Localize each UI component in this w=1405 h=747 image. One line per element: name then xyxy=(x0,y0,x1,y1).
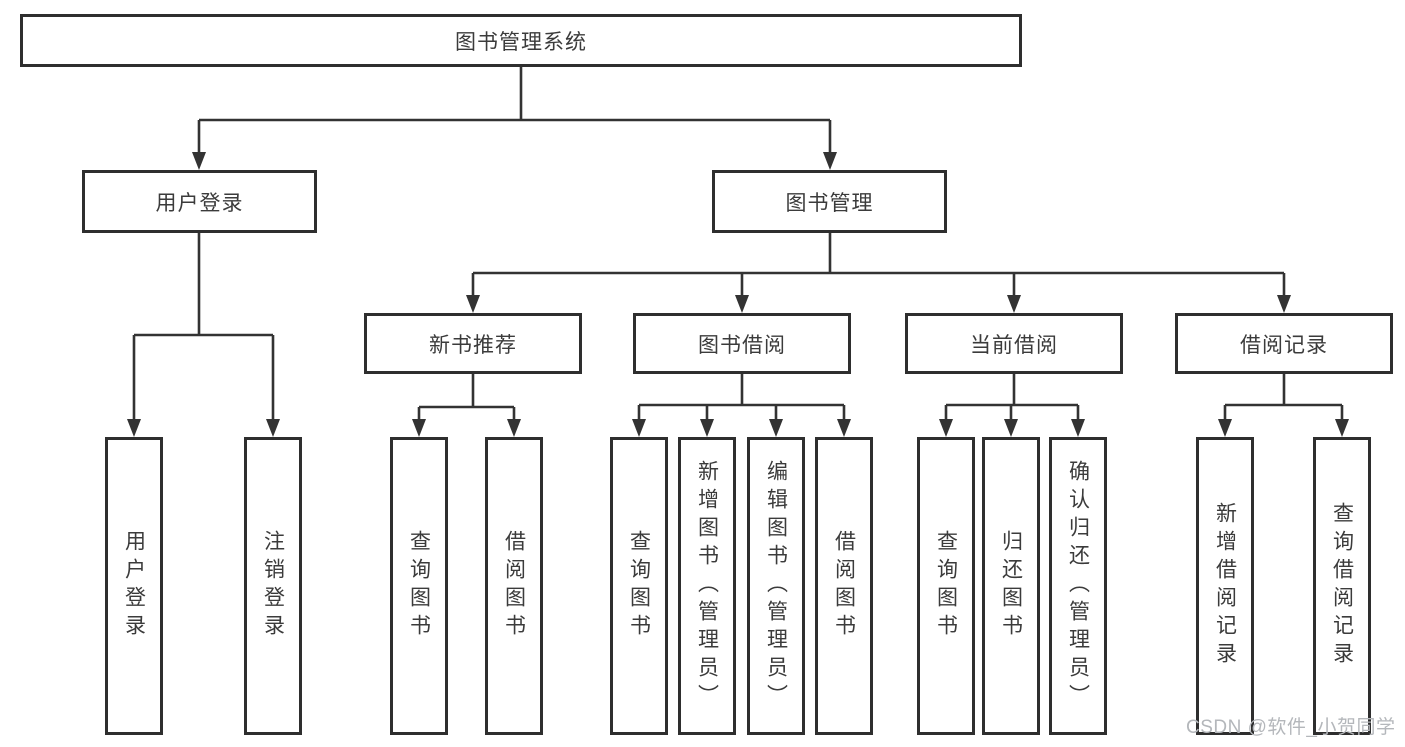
leaf-add-borrow-record: 新增借阅记录 xyxy=(1196,437,1254,735)
node-book-management: 图书管理 xyxy=(712,170,947,233)
leaf-borrow-books-2: 借阅图书 xyxy=(815,437,873,735)
leaf-add-books-admin-label: 新增图书（管理员） xyxy=(695,460,719,712)
node-book-management-label: 图书管理 xyxy=(785,191,874,215)
leaf-logout-label: 注销登录 xyxy=(261,530,285,642)
node-root: 图书管理系统 xyxy=(20,14,1022,67)
leaf-return-books: 归还图书 xyxy=(982,437,1040,735)
leaf-return-books-label: 归还图书 xyxy=(999,530,1023,642)
node-current-borrow: 当前借阅 xyxy=(905,313,1123,374)
leaf-borrow-books-2-label: 借阅图书 xyxy=(832,530,856,642)
leaf-query-borrow-record: 查询借阅记录 xyxy=(1313,437,1371,735)
leaf-confirm-return-admin-label: 确认归还（管理员） xyxy=(1066,460,1090,712)
leaf-query-books-2: 查询图书 xyxy=(610,437,668,735)
leaf-user-login-label: 用户登录 xyxy=(122,530,146,642)
leaf-logout: 注销登录 xyxy=(244,437,302,735)
leaf-borrow-books-1: 借阅图书 xyxy=(485,437,543,735)
csdn-watermark: CSDN @软件_小贺同学 xyxy=(1186,717,1396,738)
node-borrow-records-label: 借阅记录 xyxy=(1240,333,1328,357)
leaf-add-borrow-record-label: 新增借阅记录 xyxy=(1213,502,1237,670)
leaf-query-books-1-label: 查询图书 xyxy=(407,530,431,642)
leaf-add-books-admin: 新增图书（管理员） xyxy=(678,437,736,735)
leaf-edit-books-admin: 编辑图书（管理员） xyxy=(747,437,805,735)
node-book-borrow: 图书借阅 xyxy=(633,313,851,374)
leaf-query-books-3-label: 查询图书 xyxy=(934,530,958,642)
leaf-query-books-2-label: 查询图书 xyxy=(627,530,651,642)
leaf-query-books-3: 查询图书 xyxy=(917,437,975,735)
node-book-borrow-label: 图书借阅 xyxy=(698,333,786,357)
leaf-borrow-books-1-label: 借阅图书 xyxy=(502,530,526,642)
node-user-login-label: 用户登录 xyxy=(155,191,244,215)
leaf-edit-books-admin-label: 编辑图书（管理员） xyxy=(764,460,788,712)
node-borrow-records: 借阅记录 xyxy=(1175,313,1393,374)
leaf-user-login: 用户登录 xyxy=(105,437,163,735)
node-root-label: 图书管理系统 xyxy=(455,30,587,54)
node-new-book-recommend: 新书推荐 xyxy=(364,313,582,374)
tree-edges xyxy=(132,67,1344,427)
node-new-book-recommend-label: 新书推荐 xyxy=(429,333,517,357)
leaf-query-books-1: 查询图书 xyxy=(390,437,448,735)
node-user-login: 用户登录 xyxy=(82,170,317,233)
node-current-borrow-label: 当前借阅 xyxy=(970,333,1058,357)
leaf-confirm-return-admin: 确认归还（管理员） xyxy=(1049,437,1107,735)
leaf-query-borrow-record-label: 查询借阅记录 xyxy=(1330,502,1354,670)
